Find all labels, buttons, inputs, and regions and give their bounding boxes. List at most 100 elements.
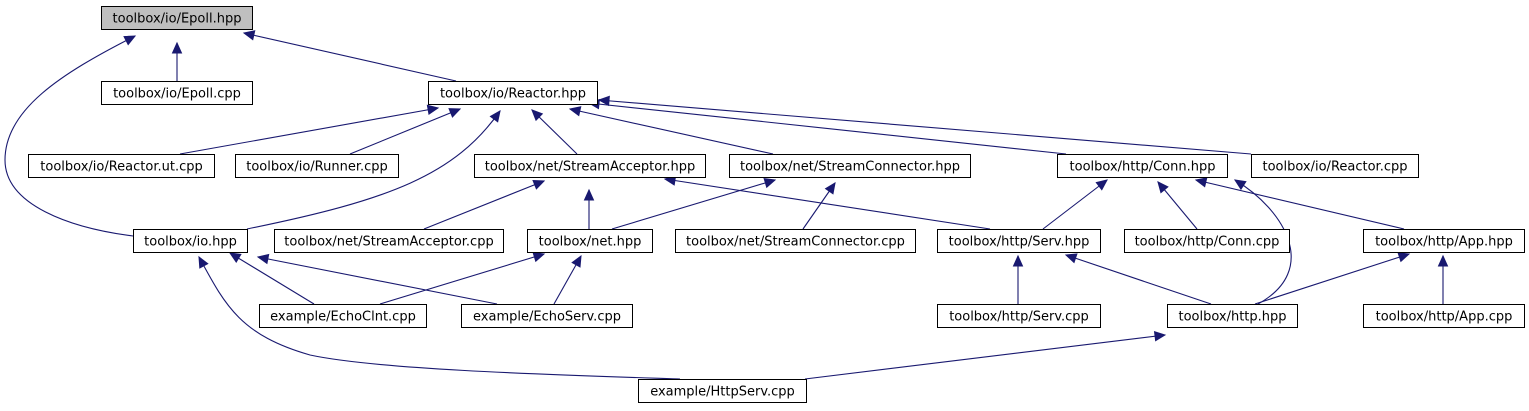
node-stream-acceptor-cpp[interactable]: toolbox/net/StreamAcceptor.cpp	[274, 229, 504, 253]
edge-net-hpp-to-stream-acceptor-hpp	[583, 188, 595, 229]
node-label: toolbox/http/App.hpp	[1375, 235, 1513, 250]
arrowhead	[1012, 254, 1024, 267]
node-label: toolbox/http/App.cpp	[1376, 310, 1513, 325]
node-label: toolbox/net.hpp	[539, 235, 642, 250]
edge-runner-cpp-to-reactor-hpp	[349, 108, 462, 155]
node-serv-cpp[interactable]: toolbox/http/Serv.cpp	[937, 304, 1101, 328]
node-box	[474, 154, 706, 178]
node-box	[1251, 154, 1419, 178]
arrowhead	[228, 252, 242, 263]
node-box	[133, 229, 248, 253]
arrowhead	[198, 255, 209, 269]
node-box	[101, 6, 253, 30]
edge-conn-hpp-to-reactor-hpp	[587, 98, 1067, 155]
node-echo-serv-cpp[interactable]: example/EchoServ.cpp	[461, 304, 633, 328]
edge-serv-cpp-to-serv-hpp	[1012, 254, 1024, 304]
arrowhead	[1064, 253, 1078, 264]
node-box	[1363, 229, 1525, 253]
node-stream-connector-cpp[interactable]: toolbox/net/StreamConnector.cpp	[675, 229, 916, 253]
node-echo-clnt-cpp[interactable]: example/EchoClnt.cpp	[259, 304, 427, 328]
node-label: toolbox/net/StreamConnector.hpp	[740, 160, 960, 175]
arrowhead	[532, 252, 546, 263]
node-serv-hpp[interactable]: toolbox/http/Serv.hpp	[937, 229, 1101, 253]
node-stream-connector-hpp[interactable]: toolbox/net/StreamConnector.hpp	[729, 154, 971, 178]
node-box	[461, 304, 633, 328]
edge-echo-clnt-cpp-to-net-hpp	[379, 252, 546, 305]
edge-echo-clnt-cpp-to-io-hpp	[228, 252, 315, 305]
node-net-hpp[interactable]: toolbox/net.hpp	[527, 229, 653, 253]
edge-serv-hpp-to-stream-acceptor-hpp	[663, 175, 991, 230]
node-conn-hpp[interactable]: toolbox/http/Conn.hpp	[1057, 154, 1228, 178]
node-label: toolbox/net/StreamAcceptor.hpp	[485, 160, 696, 175]
node-box	[428, 81, 598, 105]
node-label: toolbox/net/StreamConnector.cpp	[686, 235, 905, 250]
node-box	[527, 229, 653, 253]
node-label: toolbox/io.hpp	[144, 235, 237, 250]
node-box	[28, 154, 215, 178]
graph-edges	[4, 30, 1449, 380]
node-app-cpp[interactable]: toolbox/http/App.cpp	[1363, 304, 1525, 328]
arrowhead	[531, 109, 544, 122]
node-epoll-hpp: toolbox/io/Epoll.hpp	[101, 6, 253, 30]
edge-app-cpp-to-app-hpp	[1437, 254, 1449, 304]
node-label: toolbox/io/Reactor.ut.cpp	[40, 160, 202, 175]
node-epoll-cpp[interactable]: toolbox/io/Epoll.cpp	[101, 81, 253, 105]
graph-nodes: toolbox/io/Epoll.hpp toolbox/io/Epoll.cpp…	[28, 6, 1525, 403]
node-label: toolbox/http/Serv.cpp	[949, 310, 1089, 325]
arrowhead	[824, 181, 836, 195]
arrowhead	[242, 30, 256, 41]
arrowhead	[532, 180, 546, 190]
node-label: toolbox/io/Reactor.hpp	[440, 87, 586, 102]
arrowhead	[763, 177, 777, 189]
node-runner-cpp[interactable]: toolbox/io/Runner.cpp	[235, 154, 399, 178]
node-box	[729, 154, 971, 178]
node-label: example/HttpServ.cpp	[650, 385, 795, 400]
node-box	[937, 304, 1101, 328]
arrowhead	[571, 254, 582, 268]
arrowhead	[1437, 254, 1449, 267]
arrowhead	[583, 188, 595, 201]
node-http-hpp[interactable]: toolbox/http.hpp	[1167, 304, 1298, 328]
edge-stream-acceptor-hpp-to-reactor-hpp	[531, 109, 578, 155]
node-label: example/EchoServ.cpp	[473, 310, 621, 325]
node-box	[101, 81, 253, 105]
node-box	[638, 379, 807, 403]
node-box	[675, 229, 916, 253]
node-reactor-cpp[interactable]: toolbox/io/Reactor.cpp	[1251, 154, 1419, 178]
edge-http-hpp-to-serv-hpp	[1064, 253, 1212, 305]
node-box	[1167, 304, 1298, 328]
edge-serv-hpp-to-conn-hpp	[1042, 179, 1108, 230]
node-box	[937, 229, 1101, 253]
node-stream-acceptor-hpp[interactable]: toolbox/net/StreamAcceptor.hpp	[474, 154, 706, 178]
edge-http-hpp-to-app-hpp	[1254, 252, 1411, 305]
node-label: toolbox/io/Epoll.cpp	[113, 87, 241, 102]
edge-echo-serv-cpp-to-io-hpp	[256, 253, 498, 305]
arrowhead	[426, 104, 440, 116]
arrowhead	[256, 253, 270, 265]
node-conn-cpp[interactable]: toolbox/http/Conn.cpp	[1124, 229, 1290, 253]
node-reactor-hpp[interactable]: toolbox/io/Reactor.hpp	[428, 81, 598, 105]
arrowhead	[448, 108, 462, 118]
arrowhead	[1233, 179, 1247, 191]
node-label: toolbox/http/Serv.hpp	[949, 235, 1090, 250]
edge-net-hpp-to-stream-connector-hpp	[611, 177, 777, 230]
node-reactor-ut-cpp[interactable]: toolbox/io/Reactor.ut.cpp	[28, 154, 215, 178]
edge-reactor-cpp-to-reactor-hpp	[597, 95, 1252, 155]
edge-stream-connector-cpp-to-stream-connector-hpp	[802, 181, 836, 230]
node-label: toolbox/net/StreamAcceptor.cpp	[284, 235, 493, 250]
edge-io-hpp-to-epoll-hpp	[4, 35, 137, 237]
node-label: example/EchoClnt.cpp	[270, 310, 416, 325]
node-box	[274, 229, 504, 253]
arrowhead	[123, 35, 137, 46]
node-http-serv-cpp[interactable]: example/HttpServ.cpp	[638, 379, 807, 403]
edge-http-serv-cpp-to-io-hpp	[198, 255, 681, 380]
edge-http-serv-cpp-to-http-hpp	[804, 331, 1167, 380]
edge-stream-acceptor-cpp-to-stream-acceptor-hpp	[423, 180, 546, 230]
node-io-hpp[interactable]: toolbox/io.hpp	[133, 229, 248, 253]
edge-epoll-cpp-to-epoll-hpp	[171, 41, 183, 81]
edge-echo-serv-cpp-to-net-hpp	[553, 254, 582, 305]
arrowhead	[1194, 177, 1208, 188]
node-app-hpp[interactable]: toolbox/http/App.hpp	[1363, 229, 1525, 253]
node-label: toolbox/io/Runner.cpp	[246, 160, 388, 175]
